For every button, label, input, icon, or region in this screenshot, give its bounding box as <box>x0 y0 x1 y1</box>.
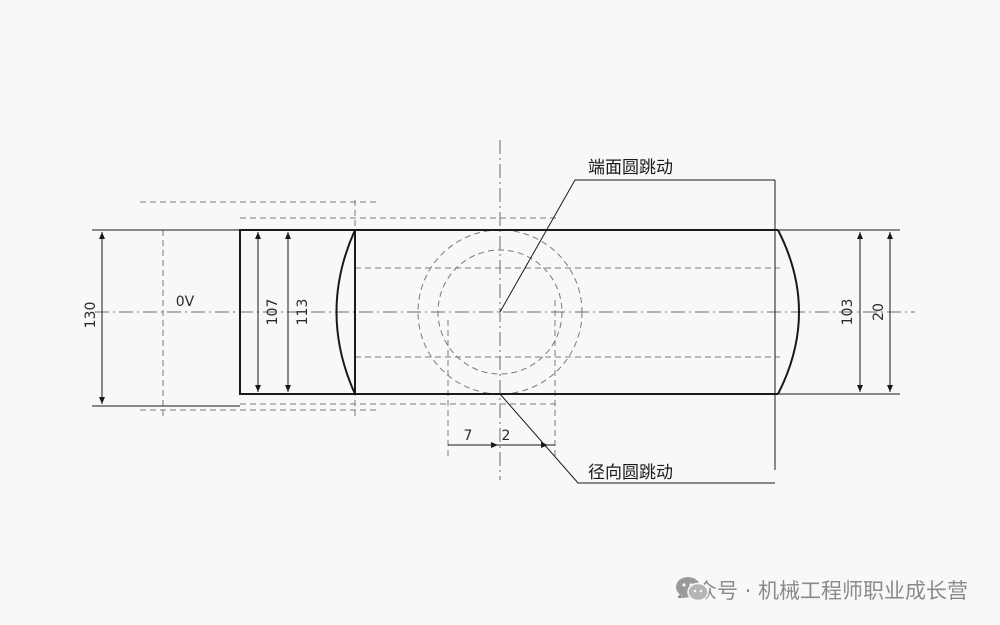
extension-lines <box>92 180 900 470</box>
right-dome <box>777 229 800 395</box>
dim-107-label: 107 <box>265 299 281 326</box>
dim-113-label: 113 <box>295 299 311 326</box>
radial-runout-leader <box>499 393 775 484</box>
hidden-lines <box>140 200 780 460</box>
left-dome <box>335 229 356 395</box>
dimension-lines <box>99 232 893 448</box>
dim-20-label: 20 <box>871 303 887 321</box>
dim-7-label: 7 <box>464 428 473 444</box>
watermark-text: 公众号 · 机械工程师职业成长营 <box>674 579 968 603</box>
face-runout-leader <box>499 179 775 313</box>
face-runout-label: 端面圆跳动 <box>588 158 673 178</box>
centerlines <box>95 140 915 480</box>
stepped-end-outline <box>239 229 356 395</box>
wechat-icon <box>675 577 709 602</box>
dim-130-label: 130 <box>83 302 99 329</box>
dim-103-label: 103 <box>840 299 856 326</box>
watermark: 公众号 · 机械工程师职业成长营 <box>675 575 968 605</box>
inner-hidden-circle <box>437 249 563 375</box>
dim-2-label: 2 <box>502 428 511 444</box>
radial-runout-label: 径向圆跳动 <box>588 463 673 483</box>
part-outline <box>239 229 800 395</box>
leader-lines <box>499 179 775 484</box>
dim-0v-label: 0V <box>176 294 195 310</box>
